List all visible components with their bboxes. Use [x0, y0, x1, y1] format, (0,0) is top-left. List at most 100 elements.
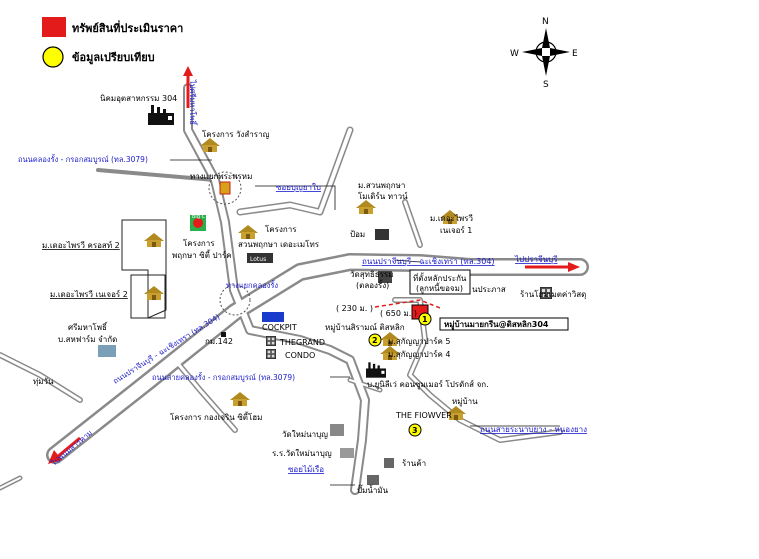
- shop-icon: [384, 458, 394, 468]
- factory-icon: [366, 362, 386, 378]
- label-project-top: โครงการ: [265, 224, 297, 234]
- label-suan-phruksa-1: ม.สวนพฤกษา: [358, 181, 405, 190]
- arrow-southwest: [55, 436, 81, 460]
- label-unilever: บ.ยูนิลีเว่ คอนซูมเมอร์ โปรดักส์ จก.: [367, 379, 489, 390]
- legend-compare-label: ข้อมูลเปรียบเทียบ: [72, 51, 155, 65]
- compass-arrow-east: [550, 48, 570, 56]
- house-icon: [238, 225, 258, 239]
- legend-compare-swatch: [42, 46, 64, 68]
- label-village-row: หมู่บ้านสิรามณ์ ติสหลิก: [325, 322, 405, 333]
- gas-station-icon: [367, 475, 379, 485]
- police-box-icon: [375, 229, 389, 240]
- label-project: โครงการ: [183, 238, 215, 248]
- legend-subject-swatch: [42, 17, 66, 37]
- compass-s: S: [543, 80, 549, 90]
- label-grand-condo-1: THEGRAND: [279, 338, 325, 347]
- compare-marker-2: 2: [368, 333, 382, 347]
- label-phruksa-city: พฤกษา ซิตี้ ปาร์ค: [172, 249, 232, 260]
- compass-rose: N S E W: [510, 17, 578, 90]
- subject-marker: 1: [411, 304, 432, 326]
- label-distance-230: ( 230 ม. ): [336, 304, 373, 313]
- road-label-soi-boonsuk: ซอยบุญยาใบ: [276, 183, 321, 192]
- subject-title-box: [439, 317, 569, 331]
- road-label-khlong-rang-2: ถนนสายคลองรั้ง - กรอกสมบูรณ์ (ทล.3079): [152, 372, 295, 382]
- label-krungroen: โครงการ กองเจริน ซิตี้โฮม: [170, 411, 262, 422]
- wat-icon: [330, 424, 344, 436]
- label-wat-naboon: วัดใหม่นาบุญ: [282, 430, 328, 439]
- house-icon: [200, 138, 220, 152]
- leader-lines: [170, 159, 560, 486]
- label-home-market: ร้านโฮมเมตค่าวิสดุ: [520, 289, 586, 299]
- label-pom: ป้อม: [350, 230, 365, 239]
- road-label-prachinburi: ถนนปราจีนบุรี - ฉะเชิงเทรา (ทล.304): [362, 257, 495, 266]
- label-callout-2: (ลูกหนี้ขอจม): [416, 282, 463, 294]
- temple-icon: [378, 271, 392, 283]
- road-label-soi-mai: ซอยไม้เรือ: [288, 465, 324, 474]
- label-industrial-304: นิคมอุตสาหกรรม 304: [100, 94, 177, 103]
- label-wat-2: (ตลองรั้ง): [356, 279, 389, 290]
- label-suan-phruksa-2: โมเดิร์น ทาวน์: [358, 191, 408, 201]
- phraphrom-shrine-icon: [219, 181, 231, 195]
- compass-arrow-north: [542, 28, 550, 48]
- label-distance-650: ( 650 ม. ): [380, 309, 417, 318]
- label-school: ร.ร.วัดใหม่นาบุญ: [272, 449, 332, 458]
- compass-arrow-west: [522, 48, 542, 56]
- map-icons: Big C Lotus: [98, 105, 552, 485]
- label-km142: กม.142: [205, 337, 233, 346]
- compass-e: E: [572, 49, 578, 59]
- house-icon: [144, 286, 164, 300]
- distance-route: [374, 299, 441, 309]
- km-post-icon: [221, 332, 226, 337]
- marker-2: 2: [372, 336, 378, 345]
- legend: ทรัพย์สินที่ประเมินราคา ข้อมูลเปรียบเทีย…: [42, 17, 183, 68]
- label-shop: ร้านค้า: [402, 459, 426, 468]
- condo-icon: [266, 349, 276, 359]
- label-suphanya-5: ม.สุกัญญาปาร์ค 5: [388, 336, 451, 346]
- house-icon: [144, 233, 164, 247]
- road-label-khlong-rang: ถนนคลองรั้ง - กรอกสมบูรณ์ (ทล.3079): [18, 154, 148, 164]
- factory-icon: [148, 105, 174, 125]
- compass-w: W: [510, 49, 519, 59]
- cockpit-icon: [262, 312, 284, 322]
- road-label-to-si-maha-phot: ไปศรีมหาโพธิ์: [188, 79, 198, 126]
- label-sripharat-2: บ.สหฟาร์ม จำกัด: [58, 334, 117, 344]
- label-pracha-2: นประภาส: [472, 285, 506, 294]
- label-callout-1: ที่ตั้งหลักประกัน: [413, 272, 467, 283]
- map-labels: ไปศรีมหาโพธิ์ นิคมอุตสาหกรรม 304 โครงการ…: [18, 79, 587, 495]
- lotus-label: Lotus: [250, 256, 266, 263]
- road-network: [0, 83, 589, 495]
- label-sripharat-1: ศรีมหาโพธิ์: [68, 321, 108, 332]
- label-suphanya-4: ม.สุกัญญาปาร์ค 4: [388, 349, 451, 359]
- label-wangsamran: โครงการ วังสำราญ: [202, 129, 270, 139]
- label-laocrawee-1: ม.เดอะไพรวี: [430, 214, 473, 223]
- marker-1: 1: [422, 315, 428, 324]
- lotus-icon: [247, 253, 273, 263]
- project-outlines: [121, 219, 167, 319]
- label-cockpit: COCKPIT: [262, 323, 297, 332]
- label-subject-title: หมู่บ้านมายกรีน@ดิสหลิก304: [444, 319, 549, 330]
- direction-arrows: [48, 66, 580, 464]
- label-junction-khlongrang: ทางแยกคลองรั้ง: [226, 280, 278, 290]
- label-cc-nature2b: ม.เดอะไพรวี เนเจอร์ 2: [50, 289, 128, 299]
- label-grand-condo-2: CONDO: [285, 351, 315, 360]
- road-upper-left: [96, 168, 217, 182]
- label-junction-phraphrom: ทางแยกพระพรหม: [190, 172, 252, 181]
- school-icon: [340, 448, 354, 458]
- label-tumwan: ทุ่มวัน: [33, 377, 54, 386]
- compass-arrow-south: [542, 56, 550, 76]
- house-icon: [230, 392, 250, 406]
- house-icon: [356, 200, 376, 214]
- road-label-east: ถนนสายระนาบยาง - หนองยาง: [480, 425, 587, 434]
- legend-subject-label: ทรัพย์สินที่ประเมินราคา: [72, 20, 183, 35]
- junction-circle-phraphrom: [208, 171, 242, 205]
- label-suan-phruksa-metro: สวนพฤกษา เดอะเมโทร: [238, 239, 320, 249]
- collateral-callout-box: [409, 269, 471, 295]
- marker-3: 3: [412, 426, 418, 435]
- junction-circle-khlongrang: [219, 284, 251, 316]
- label-laocrawee-2: เนเจอร์ 1: [440, 225, 472, 235]
- condo-icon: [266, 336, 276, 346]
- compass-n: N: [542, 17, 549, 27]
- label-wat-1: วัดสุทธิธรรม: [350, 270, 393, 279]
- label-flower-2: THE FIOWVER: [395, 411, 452, 420]
